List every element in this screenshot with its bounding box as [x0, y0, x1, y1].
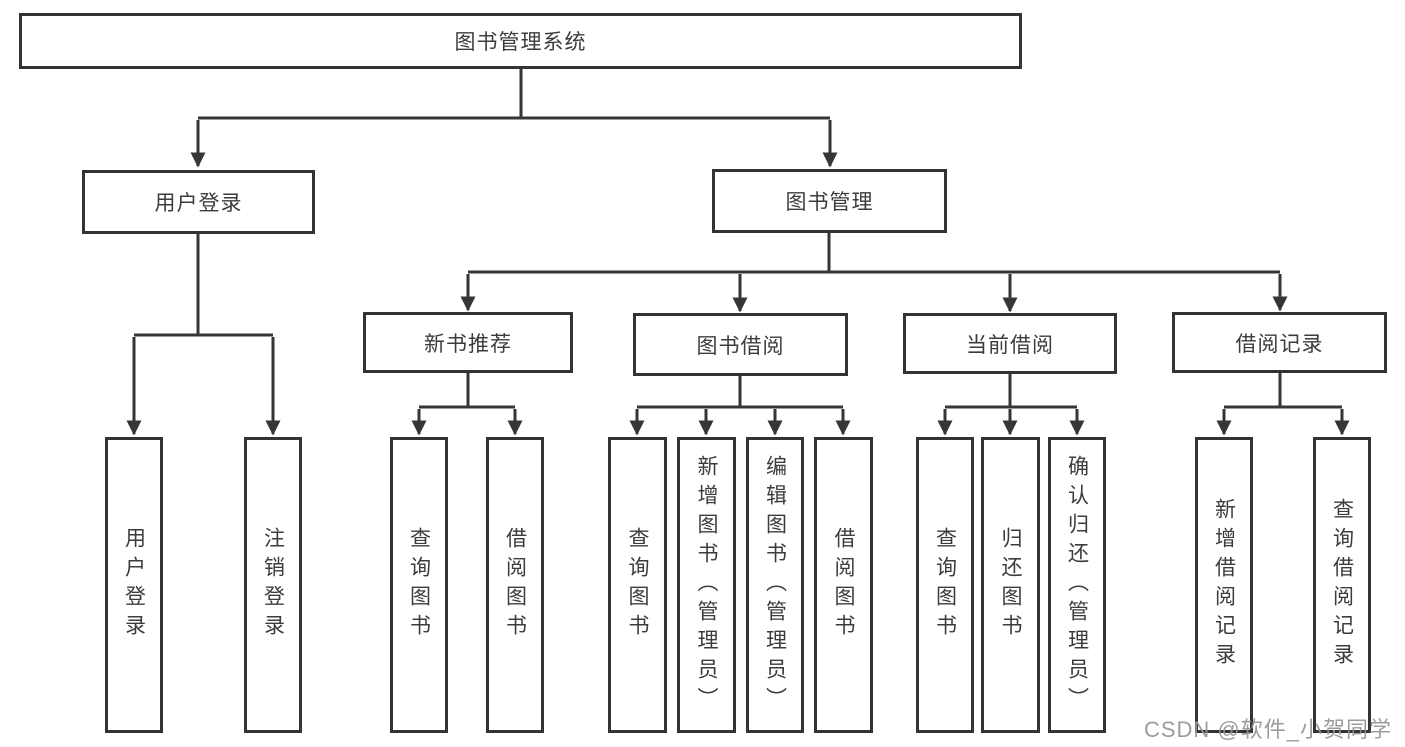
node-new-book-recommendation: 新书推荐 [363, 312, 573, 373]
leaf-borrow-books-recommend: 借阅图书 [486, 437, 544, 733]
leaf-add-borrow-record: 新增借阅记录 [1195, 437, 1253, 733]
node-user-login: 用户登录 [82, 170, 315, 234]
watermark: CSDN @软件_小贺同学 [1143, 717, 1392, 742]
leaf-edit-books-admin: 编辑图书（管理员） [746, 437, 804, 733]
leaf-confirm-return-admin: 确认归还（管理员） [1048, 437, 1106, 733]
node-borrowing-records: 借阅记录 [1172, 312, 1387, 373]
leaf-user-login: 用户登录 [105, 437, 163, 733]
leaf-logout: 注销登录 [244, 437, 302, 733]
node-library-management-system: 图书管理系统 [19, 13, 1022, 69]
node-book-management: 图书管理 [712, 169, 947, 233]
leaf-query-books-current: 查询图书 [916, 437, 974, 733]
node-book-borrowing: 图书借阅 [633, 313, 848, 376]
leaf-add-books-admin: 新增图书（管理员） [677, 437, 736, 733]
leaf-query-books-borrowing: 查询图书 [608, 437, 667, 733]
node-current-borrowing: 当前借阅 [903, 313, 1117, 374]
leaf-borrow-books-borrowing: 借阅图书 [814, 437, 873, 733]
leaf-query-books-recommend: 查询图书 [390, 437, 448, 733]
leaf-query-borrow-record: 查询借阅记录 [1313, 437, 1371, 733]
leaf-return-books: 归还图书 [981, 437, 1040, 733]
